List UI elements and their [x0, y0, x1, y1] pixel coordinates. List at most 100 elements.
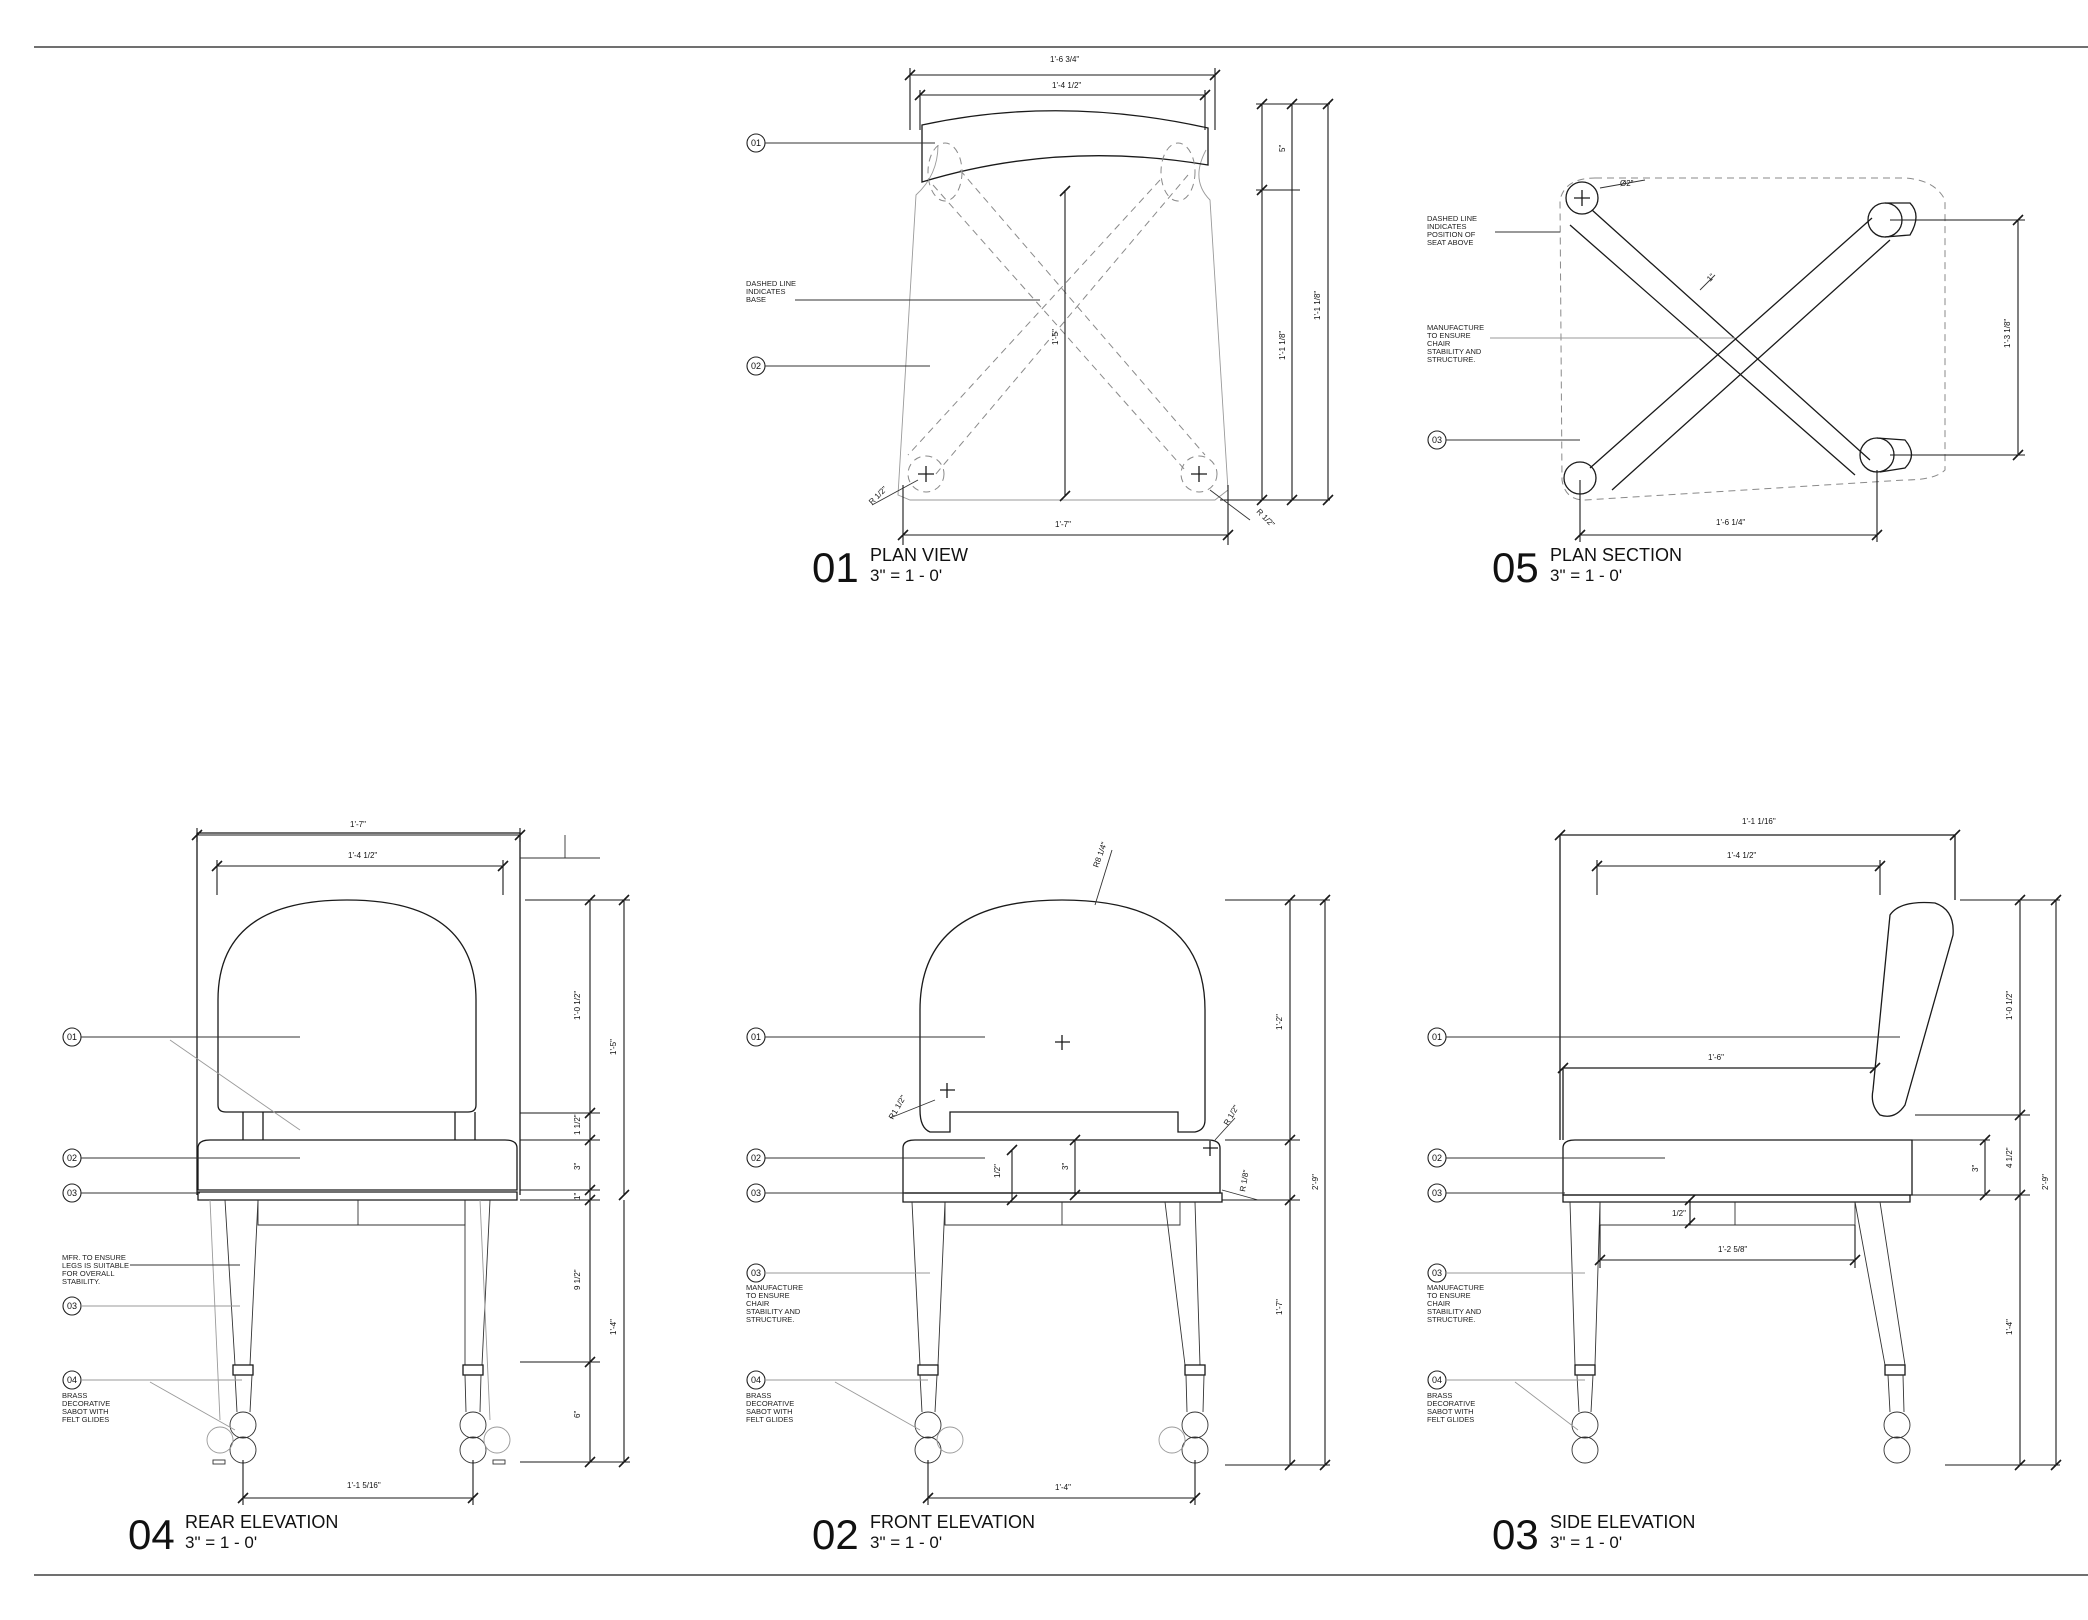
rear-elevation: 1'-7" 1'-4 1/2" 1'-0 1/2" 1 1/2" 3" 1" 1…	[62, 820, 630, 1558]
plan-outer-width-ticks	[904, 69, 1221, 81]
plan-view-number: 01	[812, 544, 859, 591]
side-inner-w-ticks	[1591, 860, 1886, 872]
rear-view-scale: 3" = 1 - 0'	[185, 1533, 257, 1552]
front-sabot-left	[917, 1364, 939, 1376]
side-apron-ticks	[1684, 1194, 1696, 1229]
section-width: 1'-6 1/4"	[1716, 518, 1745, 527]
side-leg-back	[1854, 1201, 1906, 1366]
front-apron	[902, 1192, 1223, 1203]
front-back-h: 1'-2"	[1275, 1014, 1284, 1030]
front-leg-left	[911, 1201, 946, 1366]
side-tag-04-label: 04	[1432, 1375, 1442, 1385]
rear-right-ticks	[584, 894, 596, 1468]
front-view-scale: 3" = 1 - 0'	[870, 1533, 942, 1552]
front-back-left-cross	[940, 1083, 955, 1098]
side-overall-h: 2'-9"	[2041, 1174, 2050, 1190]
rear-ball-l1	[229, 1411, 257, 1439]
plan-base-width: 1'-7"	[1055, 520, 1071, 529]
rear-ball-l2	[229, 1436, 257, 1464]
section-dia-leader	[1599, 179, 1646, 189]
rear-right-outer-ticks	[618, 894, 630, 1468]
side-view-title: SIDE ELEVATION	[1550, 1512, 1695, 1532]
side-frame	[1559, 834, 1956, 1140]
plan-cross-right	[1191, 466, 1207, 482]
side-ball-f2	[1571, 1436, 1599, 1464]
rear-stretcher	[257, 1200, 466, 1226]
rear-sabot-left	[232, 1364, 254, 1376]
side-elevation: 1'-1 1/16" 1'-4 1/2" 1'-6" 1/2" 1'-2 5/8…	[1427, 817, 2062, 1558]
front-leg-lower	[919, 1374, 1205, 1413]
side-backrest	[1871, 901, 1954, 1117]
front-r-right-leader	[1214, 1117, 1236, 1141]
front-inner-dims	[1011, 1140, 1076, 1200]
plan-view: 1'-5" 1'-6 3/4" 1'-4 1/2" 5" 1'-1 1/8" 1…	[746, 55, 1334, 591]
rear-back-width: 1'-4 1/2"	[348, 851, 377, 860]
side-view-number: 03	[1492, 1511, 1539, 1558]
front-ball-r3	[1158, 1426, 1186, 1454]
side-sabot-back	[1884, 1364, 1906, 1376]
side-overall-w-ticks	[1554, 829, 1961, 841]
front-base-width: 1'-4"	[1055, 1483, 1071, 1492]
rear-tag-04-label: 04	[67, 1375, 77, 1385]
front-r-left: R1 1/2"	[887, 1093, 908, 1121]
rear-view-number: 04	[128, 1511, 175, 1558]
front-leg-h: 1'-7"	[1275, 1299, 1284, 1315]
side-leg-lower	[1576, 1374, 1905, 1413]
section-post-tr-cap	[1884, 202, 1917, 238]
side-seat-ticks	[1979, 1134, 1991, 1201]
side-seat-h: 3"	[1971, 1165, 1980, 1172]
plan-r-right: R 1/2"	[1255, 507, 1277, 529]
front-r-left-leader	[889, 1099, 936, 1119]
side-ball-f1	[1571, 1411, 1599, 1439]
plan-base-x-b	[907, 174, 1189, 476]
side-tag-01-label: 01	[1432, 1032, 1442, 1042]
side-right-dims	[1912, 899, 2060, 1466]
side-overall-w: 1'-1 1/16"	[1742, 817, 1776, 826]
rear-leg-back-left	[209, 1199, 491, 1421]
front-overall-ticks	[1319, 894, 1331, 1471]
front-ball-r2	[1181, 1436, 1209, 1464]
side-stretch: 1'-2 5/8"	[1718, 1245, 1747, 1254]
plan-backrest	[921, 110, 1209, 183]
rear-top-extension	[520, 835, 600, 859]
rear-leg-lower	[234, 1374, 482, 1413]
front-tag-03b-label: 03	[751, 1268, 761, 1278]
rear-seat-h: 3"	[573, 1163, 582, 1170]
side-overall-ticks	[2050, 894, 2062, 1471]
plan-seat-outline	[897, 144, 1229, 501]
rear-right-dims	[520, 899, 630, 1463]
plan-base-x-a	[932, 169, 1206, 471]
rear-leg-low: 6"	[573, 1411, 582, 1418]
front-sabot-right	[1184, 1364, 1206, 1376]
rear-seat	[197, 1139, 518, 1191]
rear-back-posts	[242, 1112, 476, 1140]
section-height-ticks	[2012, 214, 2024, 461]
rear-glide-l	[212, 1459, 226, 1465]
side-ball-b2	[1883, 1436, 1911, 1464]
front-base-ticks	[922, 1492, 1201, 1504]
rear-glide-r	[492, 1459, 506, 1465]
plan-view-scale: 3" = 1 - 0'	[870, 566, 942, 585]
front-r-seat: R 1/8"	[1238, 1169, 1251, 1192]
plan-view-title: PLAN VIEW	[870, 545, 968, 565]
rear-outer-frame	[196, 832, 521, 1195]
side-tag-04-leader	[1446, 1379, 1585, 1431]
plan-inner-width-dim	[919, 90, 1206, 130]
rear-ball-l3	[206, 1426, 234, 1454]
side-inner-w: 1'-4 1/2"	[1727, 851, 1756, 860]
plan-seat-depth: 1'-1 1/8"	[1278, 331, 1287, 360]
side-leg-h: 1'-4"	[2005, 1319, 2014, 1335]
plan-right-ticks	[1256, 98, 1298, 506]
side-inner-w-dim	[1596, 860, 1881, 895]
rear-upper-total: 1'-5"	[609, 1039, 618, 1055]
front-overall-h: 2'-9"	[1311, 1174, 1320, 1190]
rear-gap: 1 1/2"	[573, 1114, 582, 1135]
plan-foot-right	[1180, 455, 1218, 493]
plan-r-left: R 1/2"	[867, 484, 889, 506]
rear-base-ticks	[237, 1492, 479, 1504]
front-r-seat-leader	[1221, 1189, 1259, 1201]
section-tag-03-label: 03	[1432, 435, 1442, 445]
